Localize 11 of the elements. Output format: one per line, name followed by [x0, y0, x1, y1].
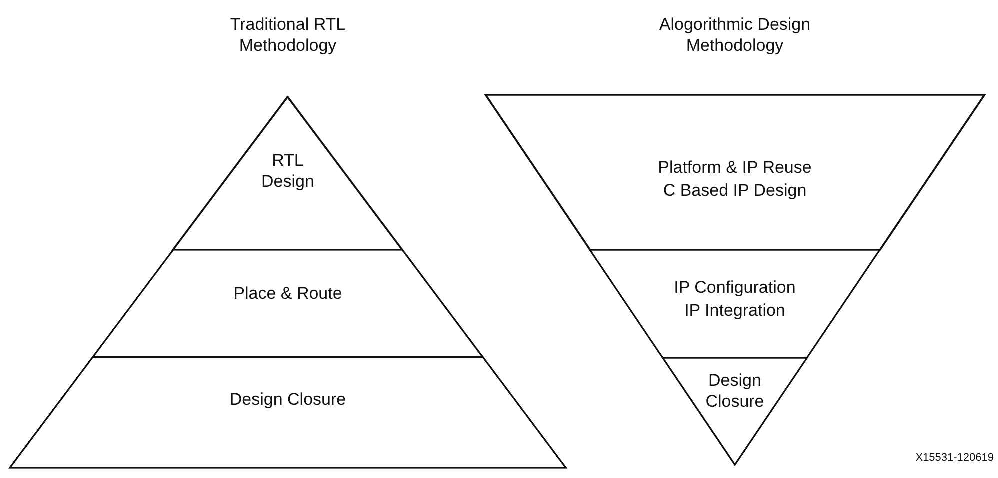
diagram-heading: Alogorithmic Design Methodology [658, 14, 812, 56]
band-label: Platform & IP Reuse [657, 157, 813, 178]
figure-id: X15531-120619 [916, 452, 994, 464]
band-label: IP Configuration [673, 277, 797, 298]
band-label: Place & Route [232, 282, 344, 304]
band-label: Design Closure [704, 370, 766, 412]
band-label: IP Integration [684, 300, 786, 322]
diagram-heading: Traditional RTL Methodology [229, 14, 347, 56]
band-label: C Based IP Design [662, 180, 808, 202]
band-label: RTL Design [260, 150, 316, 192]
band-label: Design Closure [228, 389, 348, 410]
